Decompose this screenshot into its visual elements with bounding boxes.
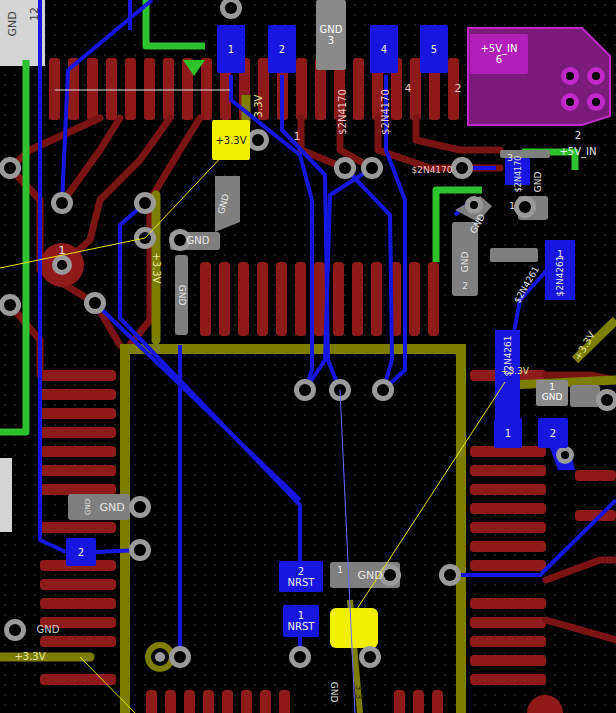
pad-label: 6 [496,54,502,65]
pad-label: 4 [381,44,387,55]
pad-label: 2 [78,547,84,558]
net-label: +5V_IN [559,147,596,157]
pcb-pad: 1NRST [283,605,319,637]
net-label: 1 [294,131,301,142]
pcb-pad: +5V_IN6 [470,34,528,74]
net-label: 3.3V [254,95,264,118]
pad-label: 1 [298,610,304,621]
pcb-pad: 5 [420,25,448,73]
pcb-pad: 1 [217,25,245,73]
net-label: 1 [337,566,343,575]
net-label: GND [37,625,60,635]
pad-label: 2 [550,428,556,439]
net-label: 1 [59,245,66,256]
net-label: GND [357,570,382,581]
net-label: GND [461,252,470,273]
pad-label: 1 [505,428,511,439]
pad-label: NRST [288,621,315,632]
net-label: $2N4170 [338,89,348,135]
pcb-pad: 2 [538,418,568,448]
net-label: $2N4261 [513,265,541,305]
net-label: GND [177,285,186,306]
pcb-pad: 1GND [536,380,568,406]
net-label: GND [217,193,231,215]
pcb-pad: 2NRST [279,561,323,592]
net-label: 3.3 [354,685,363,699]
net-label: 3 [507,154,513,163]
pad-label: 2 [298,566,304,577]
pad-label: GND [320,24,343,35]
net-label: +3.3V [573,330,597,362]
net-label: 12 [29,7,40,21]
net-label: 2 [455,83,462,94]
pcb-pad: +3.3V [212,120,250,160]
net-label: GND [534,172,543,193]
net-label: GND [187,236,210,246]
net-label: +3.3V [14,652,45,662]
pad-label: GND [542,393,563,403]
pad-label: 1 [228,44,234,55]
net-label: GND [469,213,487,235]
net-label: GND [329,682,338,703]
pad-label: +3.3V [215,135,246,146]
net-label: 4 [405,83,412,94]
net-label: +3.3V [151,252,161,283]
pcb-pad: 4 [370,25,398,73]
pcb-pad: 2 [268,25,296,73]
net-label: +3.3V [501,367,529,376]
pcb-pad: 2 [66,538,96,566]
net-label: 1 [509,202,515,211]
pad-label: 3 [328,35,334,46]
net-label: $2N4170 [515,156,523,193]
pcb-pad: 1 [494,418,522,448]
net-label: GND [85,499,92,515]
pad-label: NRST [288,577,315,588]
net-label: $2N4170 [411,166,452,175]
pad-label: 5 [431,44,437,55]
pad-label: 1 [549,383,555,393]
pad-label: +5V_IN [480,43,517,54]
pad-label: 2 [279,44,285,55]
net-label: 2 [575,131,581,141]
net-label: GND [99,502,124,513]
net-label: GND [7,11,18,36]
net-label: $2N4261 [556,255,565,296]
pcb-pad: GND3 [316,0,346,70]
net-label: 2 [462,282,468,291]
net-label: $2N4170 [381,89,391,135]
